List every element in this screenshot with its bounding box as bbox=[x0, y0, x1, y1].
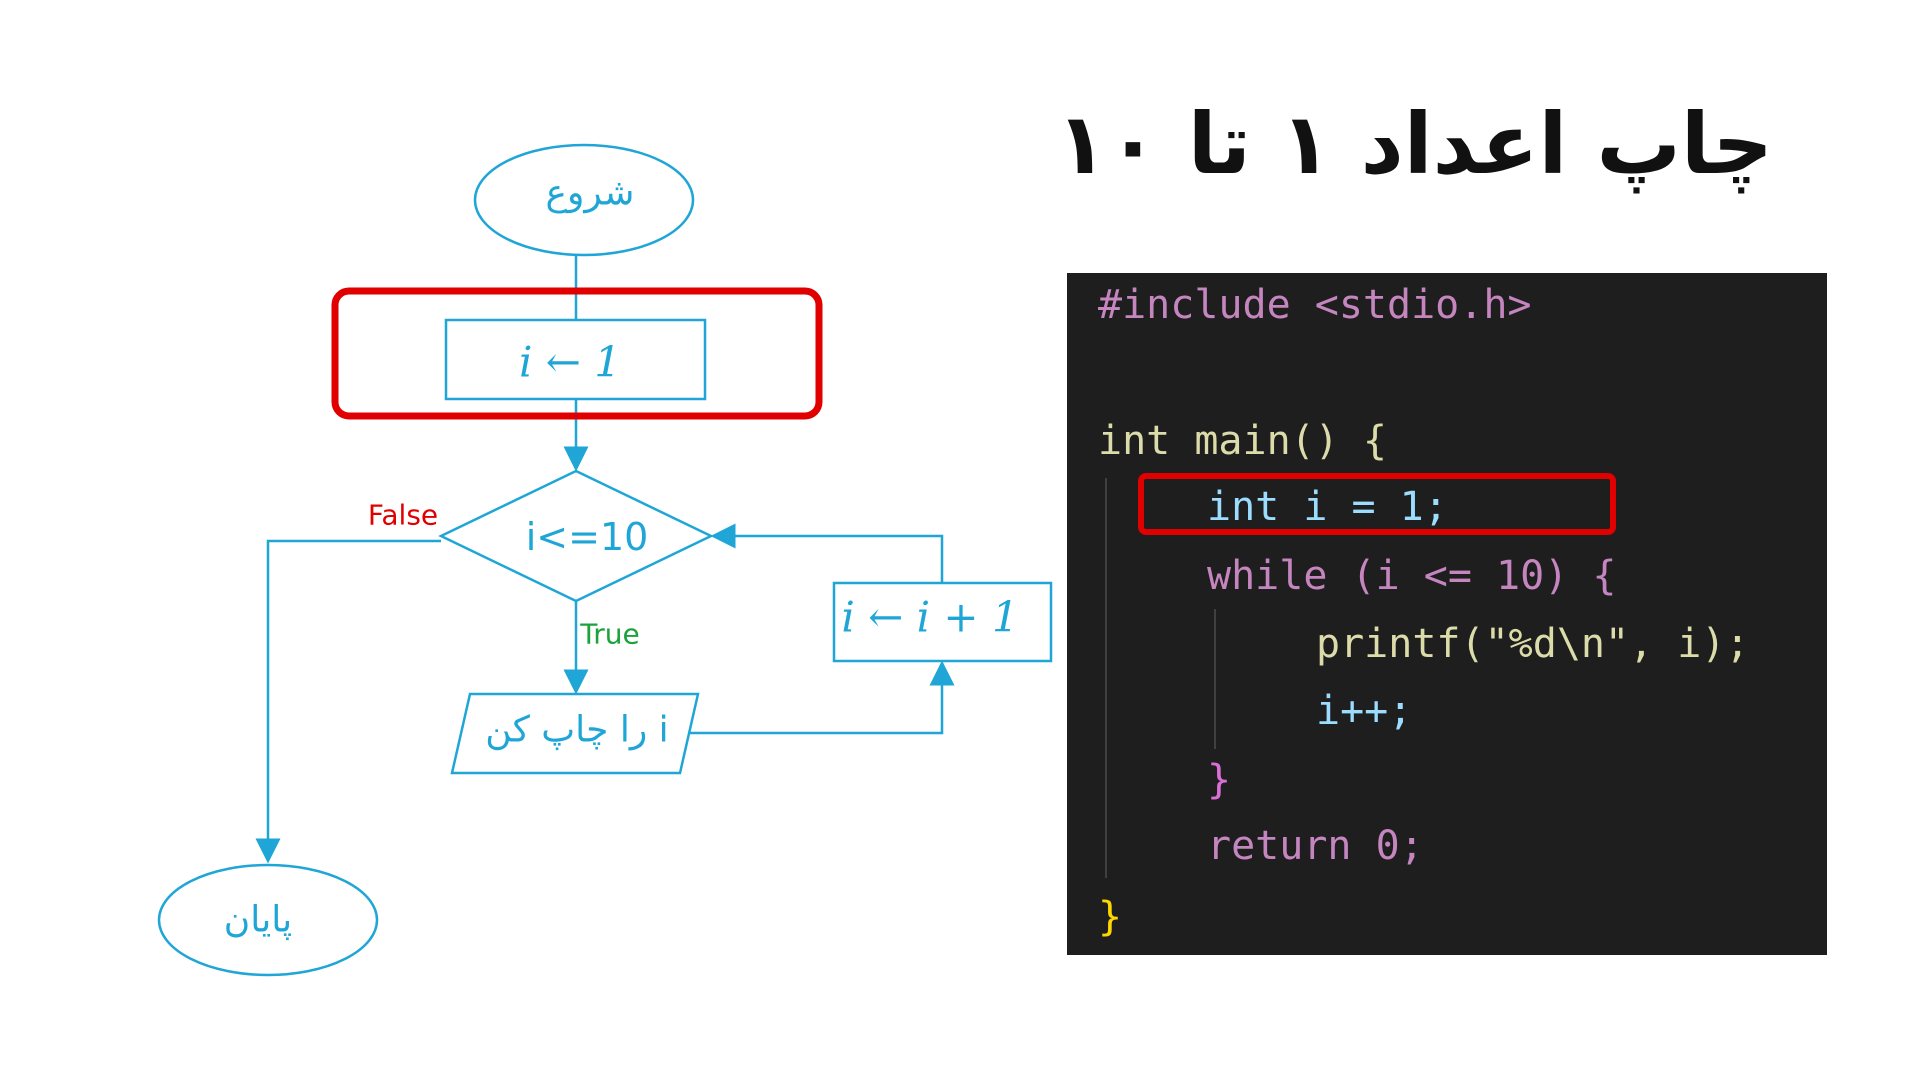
code-line-3: int i = 1; bbox=[1207, 484, 1448, 530]
start-node bbox=[473, 143, 695, 257]
increment-label: i ← i + 1 bbox=[841, 592, 1019, 642]
code-line-8: return 0; bbox=[1207, 823, 1424, 869]
print-label: i را چاپ کن bbox=[485, 709, 669, 751]
end-node bbox=[157, 863, 379, 977]
init-label: i ← 1 bbox=[518, 337, 622, 387]
code-line-7: } bbox=[1207, 757, 1232, 803]
init-highlight bbox=[331, 287, 823, 420]
flowchart bbox=[157, 143, 1053, 977]
code-line-4: while (i <= 10) { bbox=[1207, 553, 1617, 599]
code-line-2: int main() { bbox=[1098, 418, 1387, 464]
print-node bbox=[450, 692, 700, 775]
indent-guide bbox=[1214, 609, 1216, 749]
code-panel: #include <stdio.h> int main() { int i = … bbox=[1067, 273, 1827, 955]
true-label: True bbox=[580, 617, 640, 651]
init-node bbox=[444, 318, 707, 401]
slide-title: چاپ اعداد ۱ تا ۱۰ bbox=[1056, 95, 1773, 193]
condition-label: i<=10 bbox=[525, 515, 649, 559]
false-label: False bbox=[367, 498, 439, 532]
end-label: پایان bbox=[223, 899, 293, 941]
code-line-5: printf("%d\n", i); bbox=[1316, 621, 1750, 667]
code-line-6: i++; bbox=[1316, 688, 1413, 734]
code-highlight bbox=[1138, 473, 1616, 535]
code-line-9: } bbox=[1098, 894, 1123, 940]
code-line-1: #include <stdio.h> bbox=[1098, 282, 1532, 328]
start-label: شروع bbox=[545, 172, 635, 214]
indent-guide bbox=[1105, 478, 1107, 878]
